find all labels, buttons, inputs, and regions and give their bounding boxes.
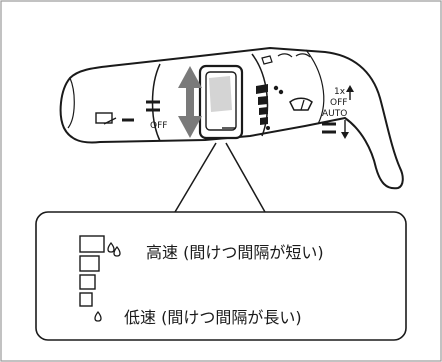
- stalk-seam-tip: [305, 49, 325, 125]
- callout-pointer-right: [225, 142, 266, 213]
- intermittent-knob[interactable]: [198, 64, 244, 140]
- fast-speed-label: 高速 (間けつ間隔が短い): [146, 243, 324, 262]
- stalk-end-cap: [67, 77, 75, 129]
- down-arrow-icon: [341, 120, 349, 139]
- speed-bar-1: [79, 235, 105, 253]
- raindrop-double-icon: [107, 241, 121, 257]
- raindrop-small-icon: [266, 126, 270, 130]
- speed-bar-2: [79, 255, 100, 272]
- up-arrow-icon: [346, 85, 354, 100]
- stalk-seam-right: [251, 53, 269, 137]
- stalk-speed-bars: [256, 84, 268, 125]
- callout-pointer-left: [174, 142, 217, 213]
- slow-speed-label: 低速 (間けつ間隔が長い): [124, 308, 302, 327]
- speed-bar-3: [79, 274, 96, 290]
- wiper-stalk: OFF: [59, 47, 404, 190]
- mode-auto-label: AUTO: [322, 109, 347, 119]
- double-arrow-icon: [178, 66, 202, 138]
- raindrop-single-icon: [94, 310, 102, 322]
- speed-bar-4: [79, 292, 93, 307]
- callout-speed-bars: [79, 235, 105, 307]
- washer-icon: [261, 53, 311, 65]
- rear-wiper-icon: [95, 112, 117, 125]
- mode-1x-label: 1x: [334, 87, 346, 97]
- callout-box: [35, 211, 407, 341]
- rear-off-label: OFF: [150, 121, 167, 131]
- mode-off-label: OFF: [330, 98, 347, 108]
- raindrop-icon: [273, 85, 284, 95]
- front-wiper-icon: [289, 97, 313, 111]
- knob-highlight: [209, 76, 232, 112]
